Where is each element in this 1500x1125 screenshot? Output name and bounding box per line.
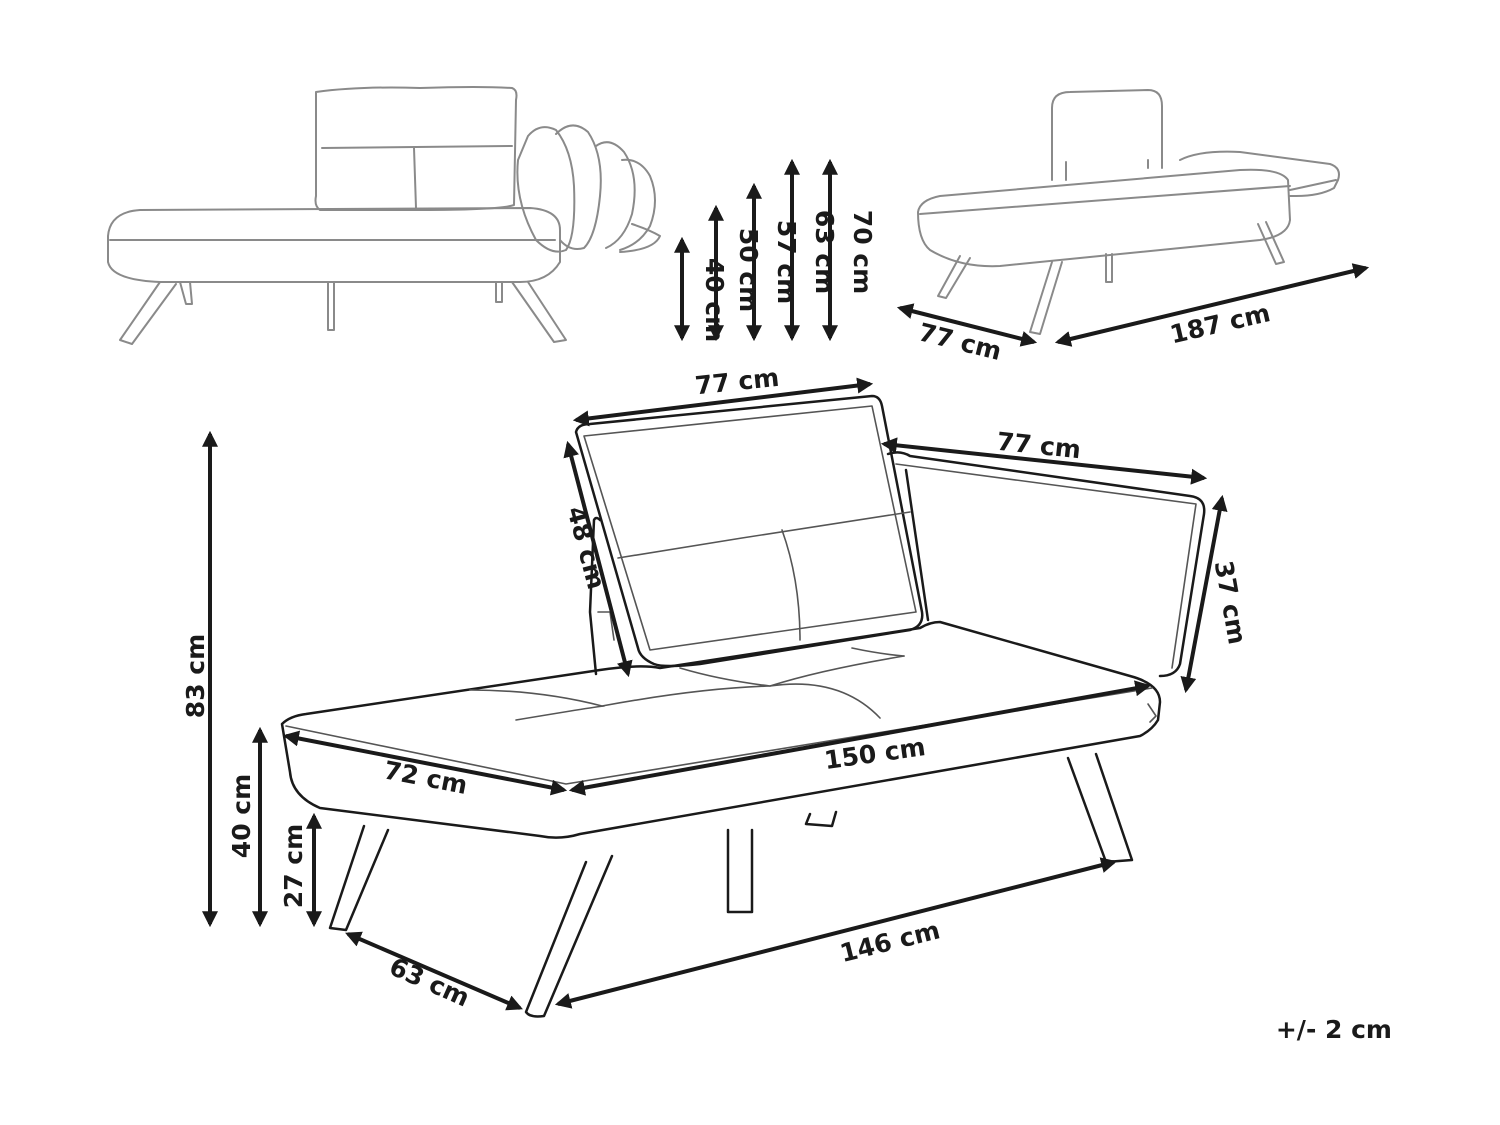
flat-view-arrows: 77 cm 187 cm [896,263,1370,366]
side-height-63: 63 cm [810,210,839,294]
side-height-50: 50 cm [734,228,763,312]
leg-span-label: 146 cm [837,915,943,968]
leg-depth-label: 63 cm [385,952,474,1013]
side-height-70: 70 cm [848,210,877,294]
armrest-height-label: 37 cm [1209,558,1252,646]
tolerance-label: +/- 2 cm [1276,1015,1392,1044]
seat-length-label: 150 cm [822,732,927,775]
side-height-57: 57 cm [772,220,801,304]
leg-height-label: 27 cm [279,824,308,908]
side-height-40: 40 cm [700,258,729,342]
flat-view-drawing [917,89,1340,335]
backrest-height-label: 48 cm [561,503,611,592]
flat-length-label: 187 cm [1167,298,1273,349]
side-view-drawing [107,86,661,345]
main-dimension-arrows: 77 cm 77 cm 48 cm 37 cm 83 cm 40 cm 27 c… [181,363,1252,1013]
side-height-arrows: 40 cm 50 cm 57 cm 63 cm 70 cm [674,158,877,342]
total-height-label: 83 cm [181,634,210,718]
seat-height-label: 40 cm [227,774,256,858]
main-view-drawing [280,394,1206,1018]
